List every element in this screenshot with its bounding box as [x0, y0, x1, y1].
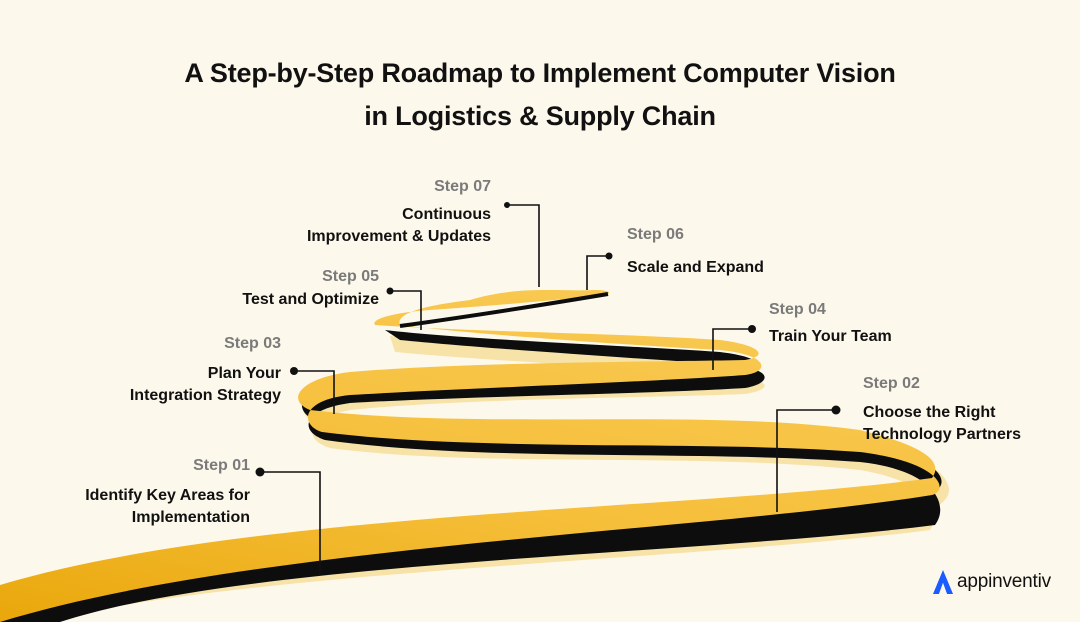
- connector-step-01: [260, 471, 321, 575]
- step-03-label: Step 03: [224, 335, 281, 352]
- road-shadow: [0, 336, 949, 622]
- appinventiv-logo-icon: [933, 570, 953, 594]
- step-01-line-2: Implementation: [131, 509, 250, 526]
- dot-step-05: [386, 287, 394, 295]
- step-01-line-1: Identify Key Areas for: [85, 487, 250, 504]
- step-01-text: Identify Key Areas for Implementation: [85, 485, 250, 529]
- step-06-label: Step 06: [627, 226, 684, 243]
- step-05-line-1: Test and Optimize: [242, 291, 379, 308]
- dot-step-07: [504, 202, 510, 208]
- connector-step-06: [586, 255, 609, 290]
- step-07-label: Step 07: [434, 178, 491, 195]
- dot-step-03: [290, 367, 298, 375]
- dot-step-01: [255, 467, 265, 477]
- connector-step-05: [390, 290, 422, 330]
- dot-step-02: [831, 405, 841, 415]
- dot-step-06: [605, 252, 613, 260]
- step-04-label: Step 04: [769, 301, 826, 318]
- appinventiv-logo: appinventiv: [932, 569, 1051, 595]
- step-04-text: Train Your Team: [769, 326, 892, 348]
- step-05-label: Step 05: [322, 268, 379, 285]
- step-07-text: Continuous Improvement & Updates: [307, 204, 491, 248]
- step-06-text: Scale and Expand: [627, 257, 764, 279]
- step-04-line-1: Train Your Team: [769, 328, 892, 345]
- step-01-label: Step 01: [193, 457, 250, 474]
- step-02-label: Step 02: [863, 375, 920, 392]
- connector-step-07: [507, 204, 540, 287]
- step-07-line-2: Improvement & Updates: [306, 228, 491, 245]
- step-02-line-1: Choose the Right: [863, 404, 996, 421]
- connector-step-04: [712, 328, 752, 370]
- step-02-text: Choose the Right Technology Partners: [863, 402, 1021, 446]
- step-03-line-1: Plan Your: [207, 365, 281, 382]
- step-03-text: Plan Your Integration Strategy: [130, 363, 281, 407]
- brand-name: appinventiv: [957, 571, 1051, 592]
- road-top-edge: [399, 292, 609, 328]
- step-06-line-1: Scale and Expand: [627, 259, 764, 276]
- step-05-text: Test and Optimize: [242, 289, 379, 311]
- dot-step-04: [748, 325, 756, 333]
- step-07-line-1: Continuous: [402, 206, 491, 223]
- page-title: A Step-by-Step Roadmap to Implement Comp…: [0, 52, 1080, 138]
- step-02-line-2: Technology Partners: [863, 426, 1021, 443]
- step-03-line-2: Integration Strategy: [129, 387, 281, 404]
- connector-step-02: [776, 409, 836, 512]
- road-surface: [0, 290, 940, 622]
- connector-step-03: [294, 370, 335, 414]
- title-line-2: in Logistics & Supply Chain: [364, 101, 716, 131]
- title-line-1: A Step-by-Step Roadmap to Implement Comp…: [184, 58, 896, 88]
